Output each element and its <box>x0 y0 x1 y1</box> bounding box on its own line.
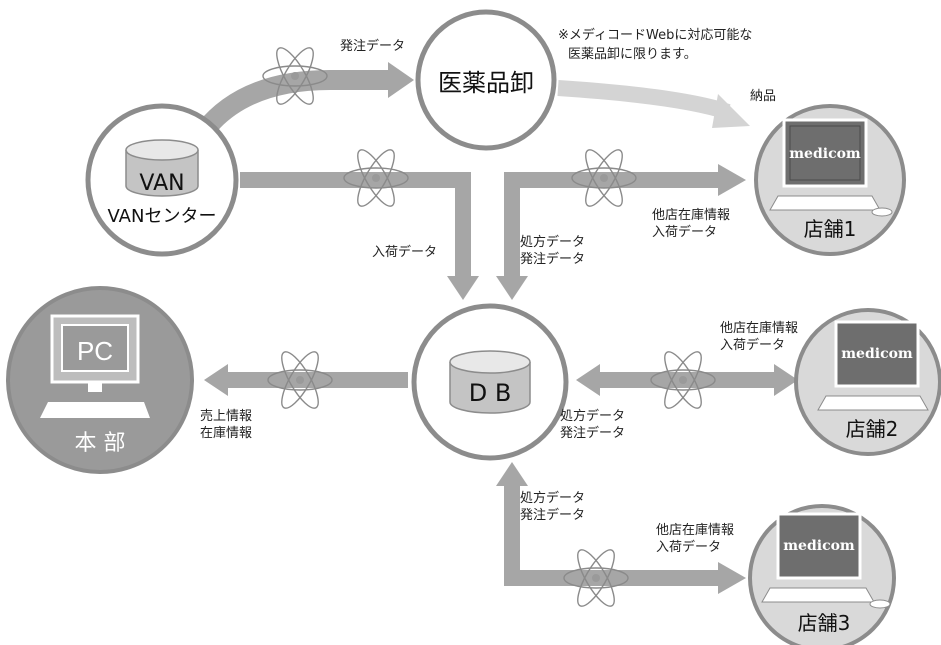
van-icon-label: VAN <box>139 171 184 196</box>
arrow-db-store3-head-up <box>496 462 528 486</box>
hq-screen-label: PC <box>77 336 113 366</box>
store-3-node: medicom 店舗3 <box>748 504 896 645</box>
label-order-1: 発注データ <box>520 251 585 267</box>
label-other-stock-3: 他店在庫情報 <box>656 523 734 538</box>
arrow-van-to-wholesaler <box>197 70 392 137</box>
wholesaler-label: 医薬品卸 <box>438 69 534 97</box>
arrow-db-store1-head-up <box>496 276 528 300</box>
arrow-van-to-wholesaler-head <box>388 62 414 98</box>
store-2-label: 店舗2 <box>846 417 899 441</box>
arrow-delivery-head <box>712 94 750 128</box>
arrow-db-store2-head-left <box>576 364 600 396</box>
store-2-screen: medicom <box>841 346 913 362</box>
arrow-van-to-db-head <box>447 276 479 300</box>
label-other-stock-1: 他店在庫情報 <box>652 208 730 223</box>
db-label: D B <box>469 379 512 407</box>
van-center-node: VAN VANセンター <box>85 103 239 257</box>
label-arrival-3: 入荷データ <box>656 539 721 555</box>
store-2-node: medicom 店舗2 <box>794 308 941 456</box>
label-arrival-1: 入荷データ <box>652 224 717 240</box>
hq-label: 本 部 <box>75 431 126 456</box>
arrow-van-to-db <box>240 172 471 280</box>
arrow-db-store3-head-right <box>718 562 746 594</box>
label-delivery: 納品 <box>750 89 776 104</box>
label-rx-1: 処方データ <box>520 234 585 250</box>
arrow-db-store3 <box>504 482 722 586</box>
label-sales-info: 売上情報 <box>200 408 252 424</box>
label-other-stock-2: 他店在庫情報 <box>720 321 798 336</box>
arrows <box>197 62 798 594</box>
label-order-data-top: 発注データ <box>340 38 405 54</box>
arrow-db-store1-head-right <box>718 164 746 196</box>
db-node: D B <box>411 303 569 461</box>
store-1-node: medicom 店舗1 <box>754 104 906 256</box>
van-center-label: VANセンター <box>108 206 217 227</box>
store-3-screen: medicom <box>783 538 855 554</box>
store-1-label: 店舗1 <box>804 217 857 241</box>
store-1-screen: medicom <box>789 146 861 162</box>
note-line-2: 医薬品卸に限ります。 <box>568 46 697 62</box>
hq-node: PC 本 部 <box>6 286 194 474</box>
flow-labels: 発注データ ※メディコードWebに対応可能な 医薬品卸に限ります。 納品 入荷デ… <box>200 27 798 555</box>
label-rx-3: 処方データ <box>520 490 585 506</box>
wholesaler-node: 医薬品卸 <box>415 9 557 151</box>
label-order-3: 発注データ <box>520 507 585 523</box>
arrow-db-to-hq-head <box>204 364 228 396</box>
database-icon <box>449 350 531 414</box>
label-order-2: 発注データ <box>560 425 625 441</box>
label-arrival-2: 入荷データ <box>720 337 785 353</box>
label-stock-info: 在庫情報 <box>200 426 252 441</box>
note-line-1: ※メディコードWebに対応可能な <box>558 27 752 43</box>
label-arrival-data-van: 入荷データ <box>372 244 437 260</box>
arrow-db-store1 <box>504 172 722 280</box>
label-rx-2: 処方データ <box>560 408 625 424</box>
arrow-delivery <box>557 80 731 120</box>
arrow-db-store2-head-right <box>774 364 798 396</box>
database-icon <box>125 139 199 197</box>
store-3-label: 店舗3 <box>798 611 851 635</box>
pc-icon <box>40 314 150 418</box>
